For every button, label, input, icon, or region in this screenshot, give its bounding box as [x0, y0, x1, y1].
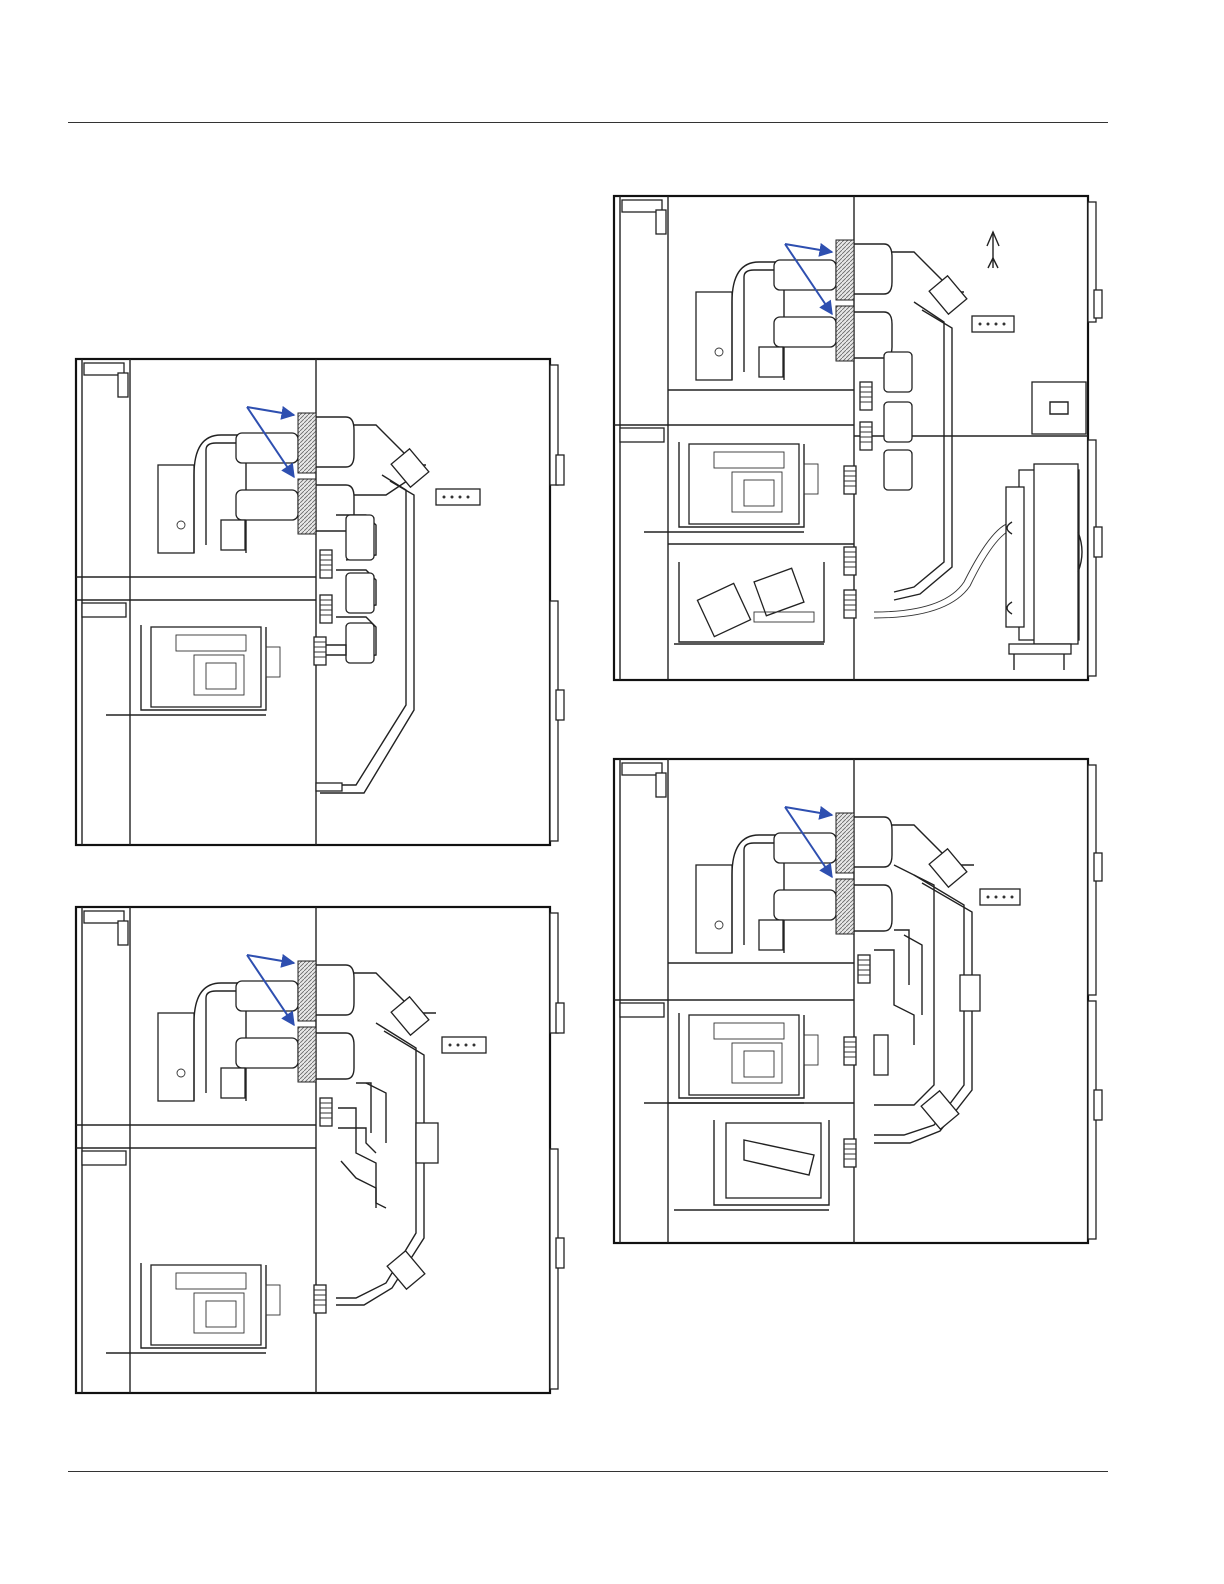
footer-rule	[68, 1471, 1108, 1472]
diagram-panel-d	[610, 755, 1115, 1247]
switchgear-section-drawing	[610, 755, 1115, 1247]
header-rule	[68, 122, 1108, 123]
diagram-panel-c	[610, 192, 1115, 684]
switchgear-section-drawing	[72, 903, 572, 1398]
switchgear-section-drawing	[610, 192, 1115, 684]
diagram-panel-b	[72, 903, 572, 1398]
switchgear-section-drawing	[72, 355, 572, 850]
diagram-panel-a	[72, 355, 572, 850]
